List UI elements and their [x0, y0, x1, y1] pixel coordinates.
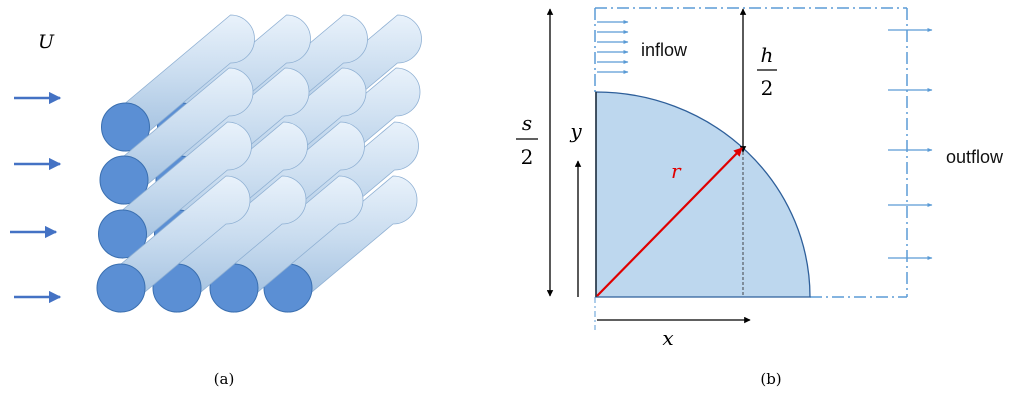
- panel-b: inflow outflow h 2 s 2 y: [516, 7, 1004, 388]
- radius-arrow: [596, 147, 743, 297]
- half-spacing-fraction: s 2: [516, 111, 538, 169]
- caption-a: (a): [214, 370, 235, 388]
- cylinder-end-face: [99, 155, 149, 205]
- caption-b: (b): [760, 370, 781, 388]
- panel-a: U (a): [10, 14, 422, 388]
- outflow-label: outflow: [946, 147, 1004, 167]
- cylinder-end-face: [101, 102, 150, 152]
- cylinder-body: [120, 175, 251, 313]
- outflow-arrows: [888, 27, 933, 261]
- cylinder-body: [125, 14, 255, 152]
- inflow-arrows-a: [10, 91, 62, 304]
- cylinder-body: [176, 175, 307, 313]
- inflow-arrows-b: [597, 19, 629, 75]
- half-gap-numerator: h: [761, 43, 774, 67]
- cylinder-body: [287, 175, 418, 313]
- cylinder-body: [123, 67, 254, 205]
- inflow-label: inflow: [641, 40, 688, 60]
- cylinder-array: [96, 14, 422, 313]
- radius-label: r: [671, 159, 682, 183]
- velocity-label: U: [38, 31, 55, 53]
- half-spacing-numerator: s: [522, 111, 532, 135]
- cylinder-body: [122, 121, 252, 259]
- x-axis-label: x: [662, 326, 673, 350]
- cylinder-end-face: [96, 263, 146, 313]
- cylinder-body: [233, 175, 364, 313]
- half-gap-denominator: 2: [761, 76, 774, 100]
- cylinder-end-face: [98, 209, 147, 259]
- half-spacing-denominator: 2: [521, 145, 534, 169]
- half-gap-fraction: h 2: [757, 43, 777, 100]
- y-axis-label: y: [569, 119, 582, 143]
- quarter-cylinder: [595, 91, 811, 298]
